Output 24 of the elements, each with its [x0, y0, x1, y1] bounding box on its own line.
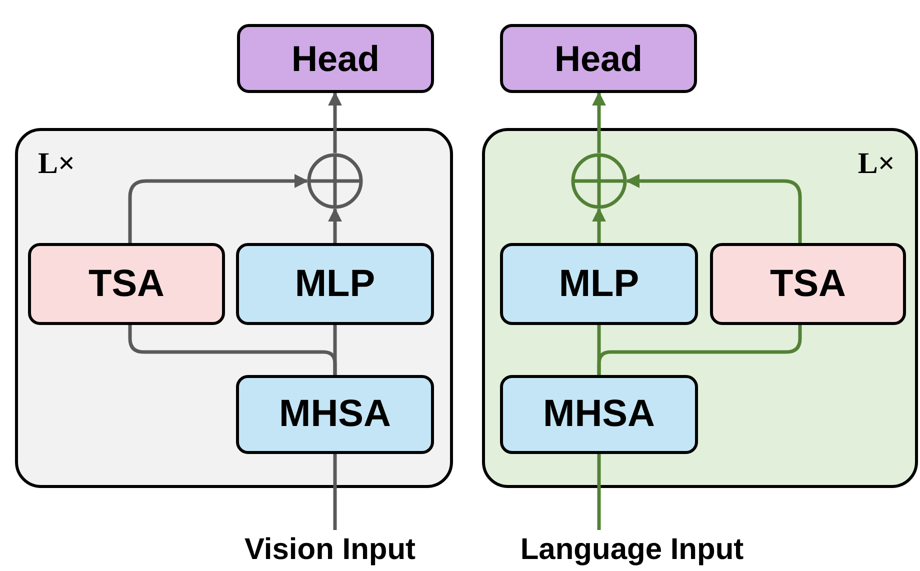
input-label: Vision Input [244, 533, 416, 567]
head-box: Head [500, 24, 697, 93]
arrow [626, 174, 802, 243]
arrow [128, 174, 308, 243]
arrow [328, 208, 342, 243]
block-panel [15, 128, 453, 488]
input-label: Language Input [520, 533, 744, 567]
module-box: MLP [500, 243, 698, 325]
module-box: MLP [236, 243, 434, 325]
module-box: MHSA [500, 375, 698, 454]
connector-line [333, 454, 337, 530]
connector-line [597, 454, 601, 530]
arrow [328, 92, 342, 153]
block-panel [482, 128, 918, 488]
head-box: Head [237, 24, 434, 93]
connector-line [128, 325, 337, 375]
tsa-box: TSA [710, 243, 906, 325]
connector-line [597, 325, 802, 375]
arrow [592, 92, 606, 153]
tsa-box: TSA [28, 243, 225, 325]
arrow [592, 208, 606, 243]
panel-label: L× [858, 147, 895, 181]
panel-label: L× [38, 147, 76, 181]
module-box: MHSA [236, 375, 434, 454]
